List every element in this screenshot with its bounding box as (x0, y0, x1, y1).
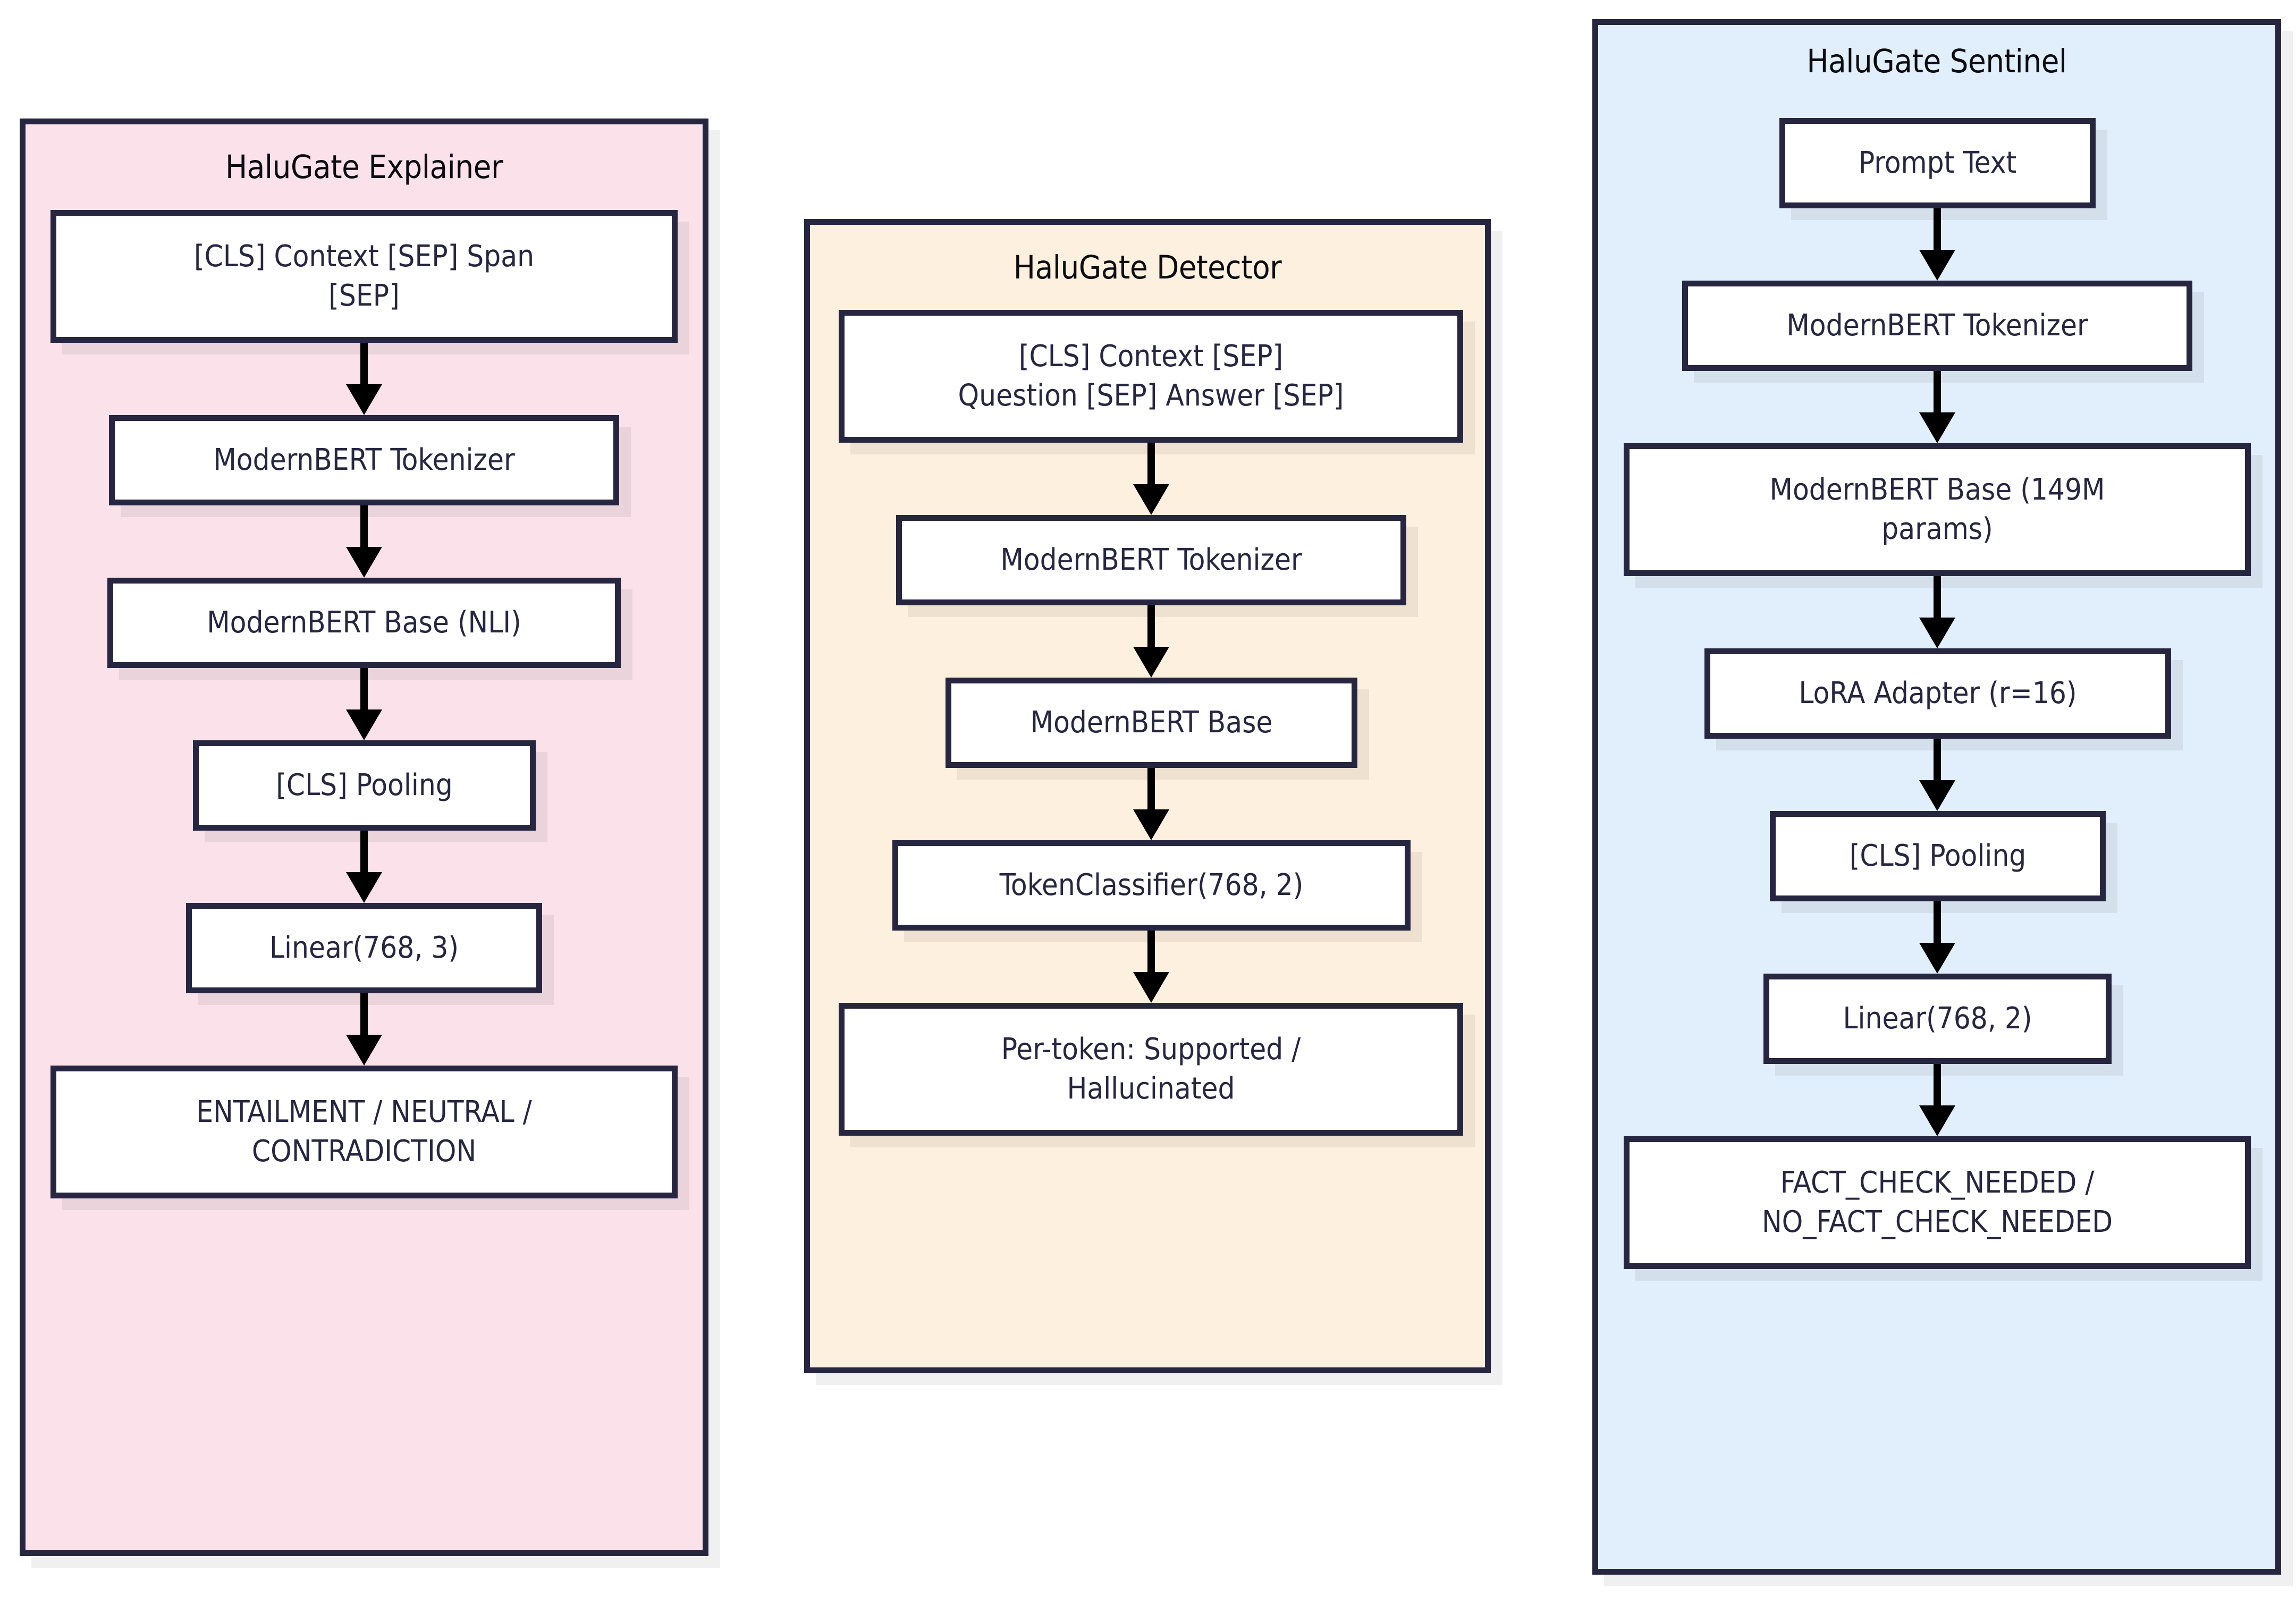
cluster-title-detector: HaluGate Detector (1013, 249, 1282, 286)
node-label-line1: Prompt Text (1858, 146, 2017, 181)
cluster-title-sentinel: HaluGate Sentinel (1807, 43, 2067, 80)
node-label-line2: params) (1881, 512, 1993, 546)
node-label-line1: ModernBERT Base (149M (1769, 472, 2105, 508)
node-sentinel-backbone[interactable]: ModernBERT Base (149M params) (1624, 443, 2251, 576)
node-label-line1: LoRA Adapter (r=16) (1799, 676, 2077, 711)
node-label-line2: Hallucinated (1067, 1071, 1235, 1106)
node-sentinel-tokenizer[interactable]: ModernBERT Tokenizer (1682, 281, 2192, 371)
node-explainer-input[interactable]: [CLS] Context [SEP] Span [SEP] (50, 210, 678, 343)
node-label-line1: ModernBERT Tokenizer (1000, 543, 1302, 578)
node-label-line1: [CLS] Context [SEP] (1018, 339, 1284, 374)
node-label-line1: ModernBERT Base (1030, 705, 1273, 740)
node-label-line1: Linear(768, 3) (269, 931, 459, 966)
node-label-line1: [CLS] Pooling (276, 768, 453, 803)
node-sentinel-output[interactable]: FACT_CHECK_NEEDED / NO_FACT_CHECK_NEEDED (1624, 1136, 2251, 1269)
node-label-line1: [CLS] Pooling (1849, 839, 2027, 874)
node-label-line2: CONTRADICTION (251, 1134, 477, 1169)
node-label-line1: Per-token: Supported / (1001, 1032, 1301, 1067)
node-label-line2: NO_FACT_CHECK_NEEDED (1761, 1205, 2113, 1239)
node-sentinel-pooling[interactable]: [CLS] Pooling (1770, 811, 2106, 901)
node-label-line2: Question [SEP] Answer [SEP] (958, 378, 1344, 413)
node-label-line1: Linear(768, 2) (1843, 1001, 2032, 1036)
node-label-line1: ENTAILMENT / NEUTRAL / (196, 1095, 532, 1130)
node-sentinel-prompt[interactable]: Prompt Text (1779, 118, 2096, 208)
node-detector-tokenclassifier[interactable]: TokenClassifier(768, 2) (892, 840, 1411, 931)
node-sentinel-lora[interactable]: LoRA Adapter (r=16) (1704, 648, 2171, 739)
node-detector-output[interactable]: Per-token: Supported / Hallucinated (839, 1003, 1463, 1136)
node-label-line2: [SEP] (328, 278, 400, 313)
node-explainer-tokenizer[interactable]: ModernBERT Tokenizer (109, 415, 619, 505)
node-explainer-linear[interactable]: Linear(768, 3) (186, 903, 542, 993)
node-detector-input[interactable]: [CLS] Context [SEP] Question [SEP] Answe… (839, 310, 1463, 443)
node-label-line1: FACT_CHECK_NEEDED / (1780, 1165, 2095, 1201)
node-label-line1: ModernBERT Tokenizer (213, 443, 515, 478)
node-explainer-pooling[interactable]: [CLS] Pooling (193, 740, 536, 831)
node-label-line1: TokenClassifier(768, 2) (999, 868, 1304, 903)
node-label-line1: ModernBERT Tokenizer (1786, 308, 2088, 343)
node-explainer-output[interactable]: ENTAILMENT / NEUTRAL / CONTRADICTION (50, 1066, 678, 1198)
node-label-line1: ModernBERT Base (NLI) (207, 605, 521, 640)
node-label-line1: [CLS] Context [SEP] Span (193, 239, 535, 274)
node-explainer-backbone[interactable]: ModernBERT Base (NLI) (107, 578, 621, 668)
node-sentinel-linear[interactable]: Linear(768, 2) (1763, 974, 2112, 1064)
cluster-title-explainer: HaluGate Explainer (225, 148, 503, 186)
node-detector-tokenizer[interactable]: ModernBERT Tokenizer (896, 515, 1406, 605)
node-detector-backbone[interactable]: ModernBERT Base (946, 678, 1357, 768)
